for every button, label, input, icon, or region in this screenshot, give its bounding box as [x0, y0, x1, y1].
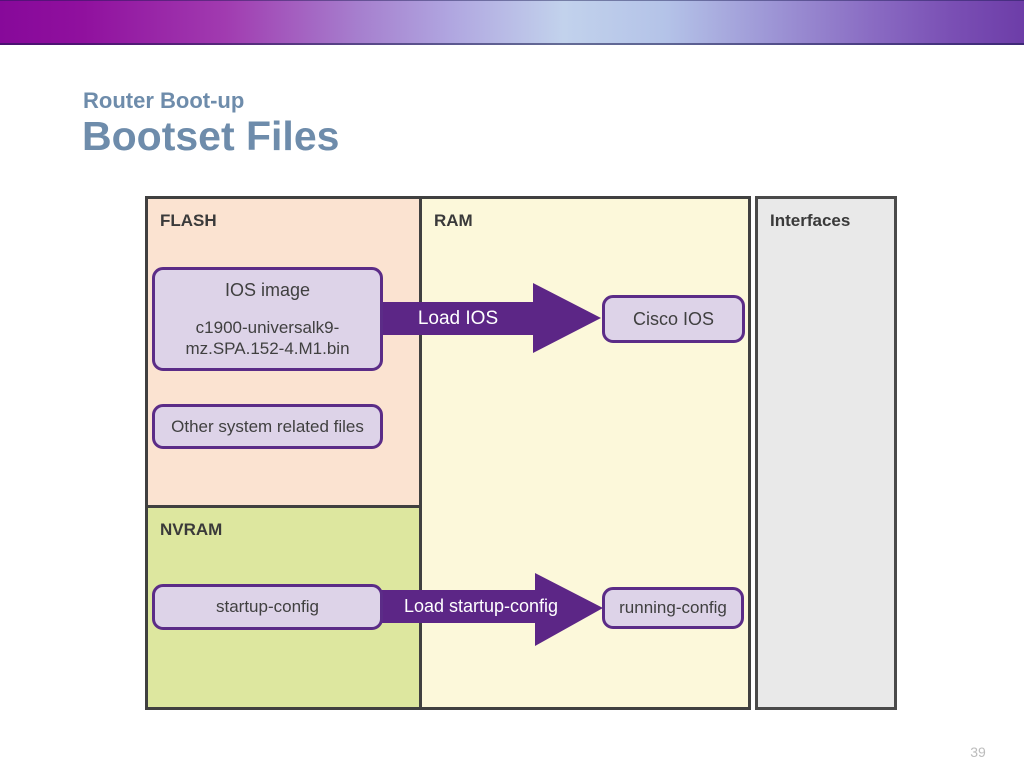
cisco-ios-box: Cisco IOS — [602, 295, 745, 343]
load-ios-arrow-label: Load IOS — [417, 307, 499, 329]
page-number: 39 — [970, 744, 986, 760]
slide-title: Bootset Files — [82, 113, 340, 159]
running-config-box: running-config — [602, 587, 744, 629]
load-startup-config-arrow-shape — [375, 573, 603, 646]
interfaces-label: Interfaces — [770, 211, 851, 230]
ram-label: RAM — [434, 211, 473, 230]
flash-label: FLASH — [160, 211, 217, 230]
startup-config-box: startup-config — [152, 584, 383, 630]
load-startup-config-arrow — [375, 573, 603, 646]
load-startup-config-arrow-label: Load startup-config — [403, 596, 559, 616]
load-ios-arrow-shape — [375, 283, 601, 353]
load-ios-arrow — [375, 283, 601, 353]
ios-image-box-filename: c1900-universalk9- mz.SPA.152-4.M1.bin — [185, 317, 350, 358]
header-gradient-bar — [0, 0, 1024, 45]
other-system-files-box: Other system related files — [152, 404, 383, 449]
ios-image-box-title: IOS image — [224, 280, 311, 300]
ios-image-box: IOS image c1900-universalk9- mz.SPA.152-… — [152, 267, 383, 371]
slide-subtitle: Router Boot-up — [83, 88, 245, 113]
interfaces-section: Interfaces — [755, 196, 897, 710]
nvram-label: NVRAM — [160, 520, 223, 539]
